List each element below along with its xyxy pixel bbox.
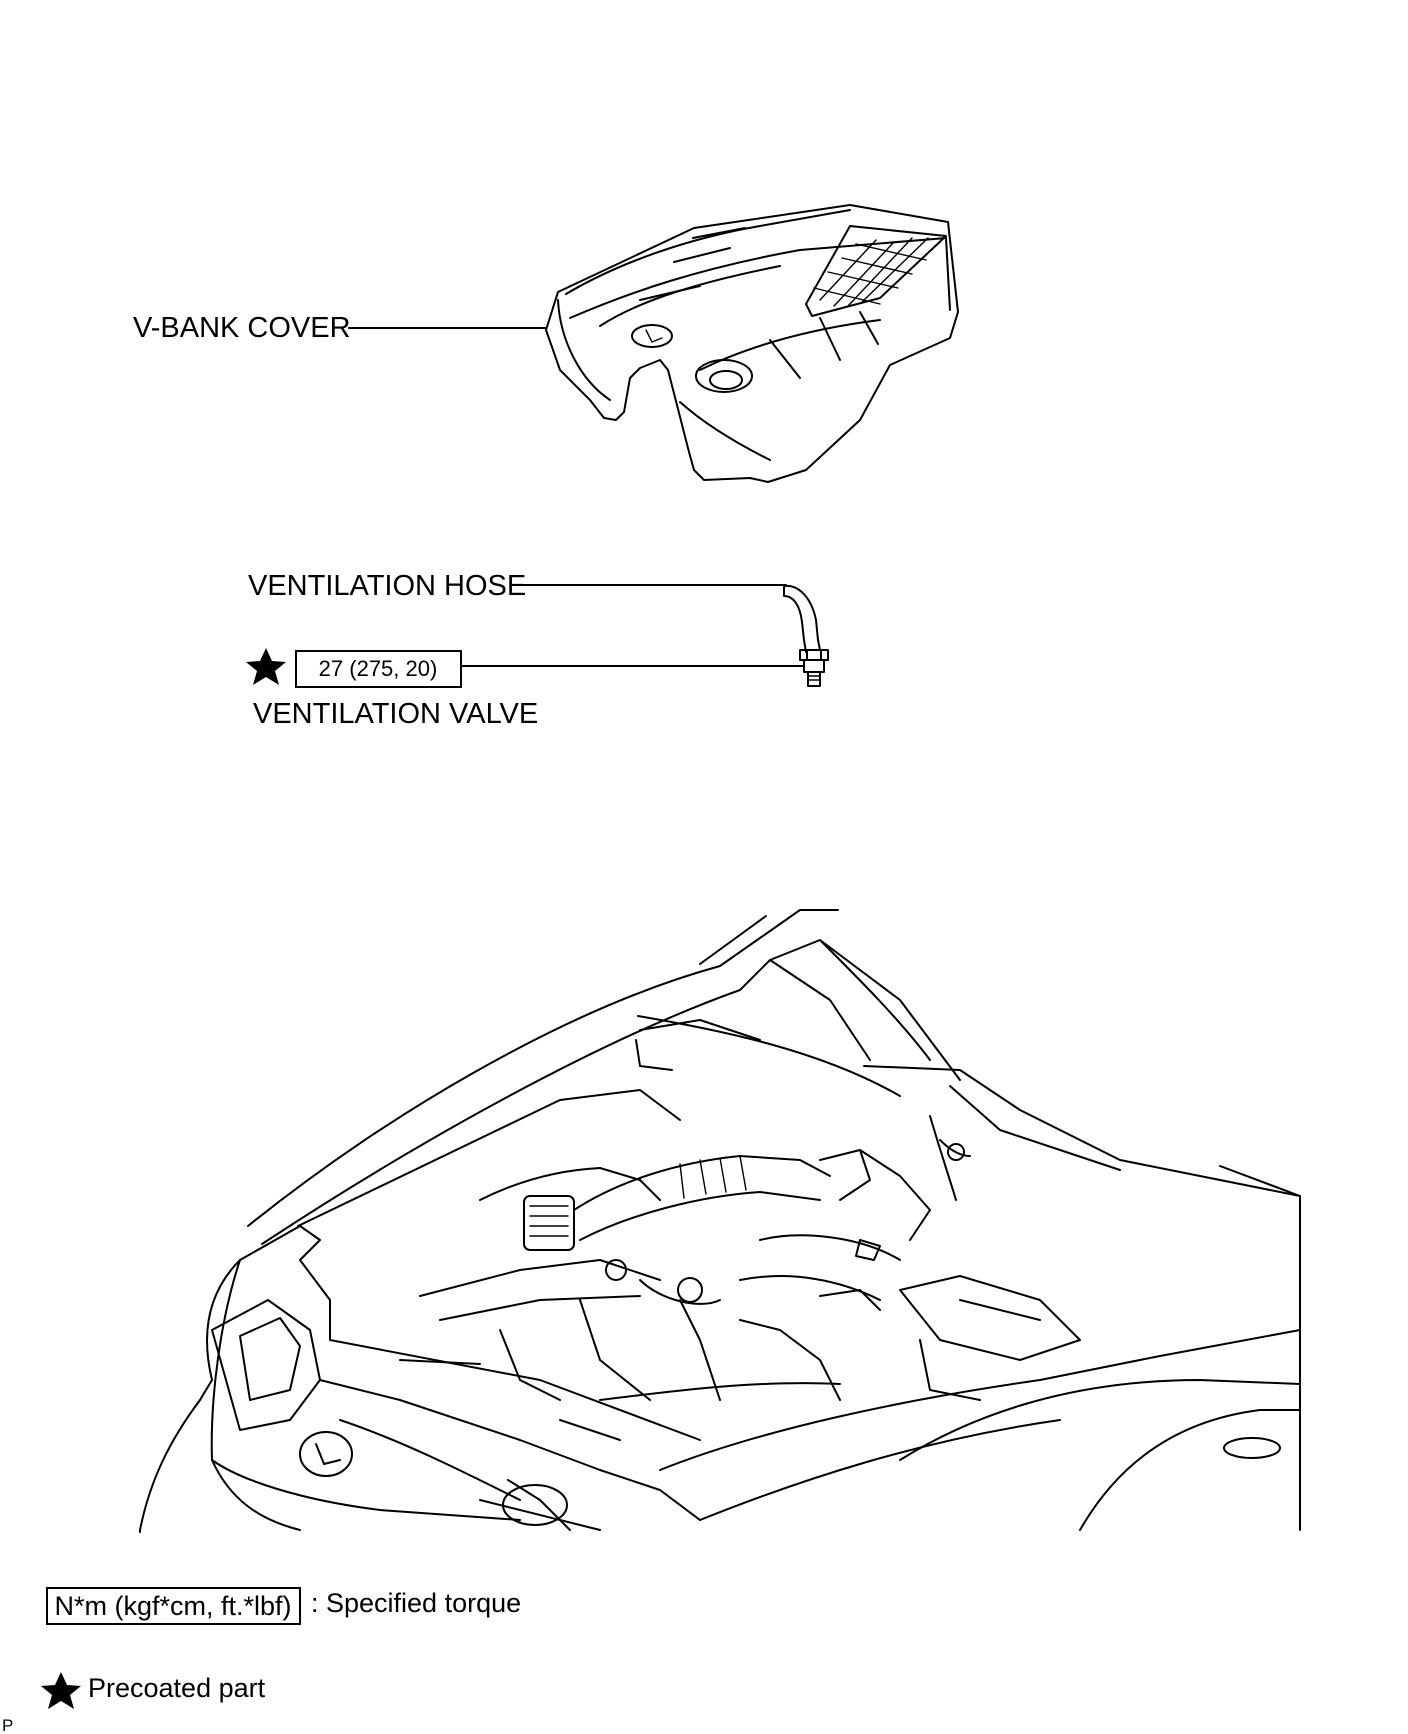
ventilation-valve-illustration xyxy=(803,649,825,687)
legend-torque-description: : Specified torque xyxy=(311,1588,521,1618)
legend-precoated-description: Precoated part xyxy=(88,1673,266,1703)
torque-spec-box xyxy=(295,650,462,688)
legend: N*m (kgf*cm, ft.*lbf) : Specified torque… xyxy=(41,1587,521,1709)
ventilation-hose-label: VENTILATION HOSE xyxy=(248,570,526,602)
legend-torque-box xyxy=(46,1587,301,1625)
mesh-vent-pattern xyxy=(813,237,929,307)
black-star-icon xyxy=(41,1672,81,1709)
legend-torque-units: N*m (kgf*cm, ft.*lbf) xyxy=(54,1591,291,1621)
vehicle-engine-bay-illustration xyxy=(139,909,1301,1533)
black-star-icon xyxy=(246,648,286,685)
ventilation-valve-label: VENTILATION VALVE xyxy=(253,698,538,730)
v-bank-cover-label: V-BANK COVER xyxy=(133,312,351,344)
v-bank-cover-illustration xyxy=(545,204,959,483)
corner-mark: P xyxy=(2,1716,13,1734)
ventilation-valve-torque: 27 (275, 20) xyxy=(319,656,438,681)
